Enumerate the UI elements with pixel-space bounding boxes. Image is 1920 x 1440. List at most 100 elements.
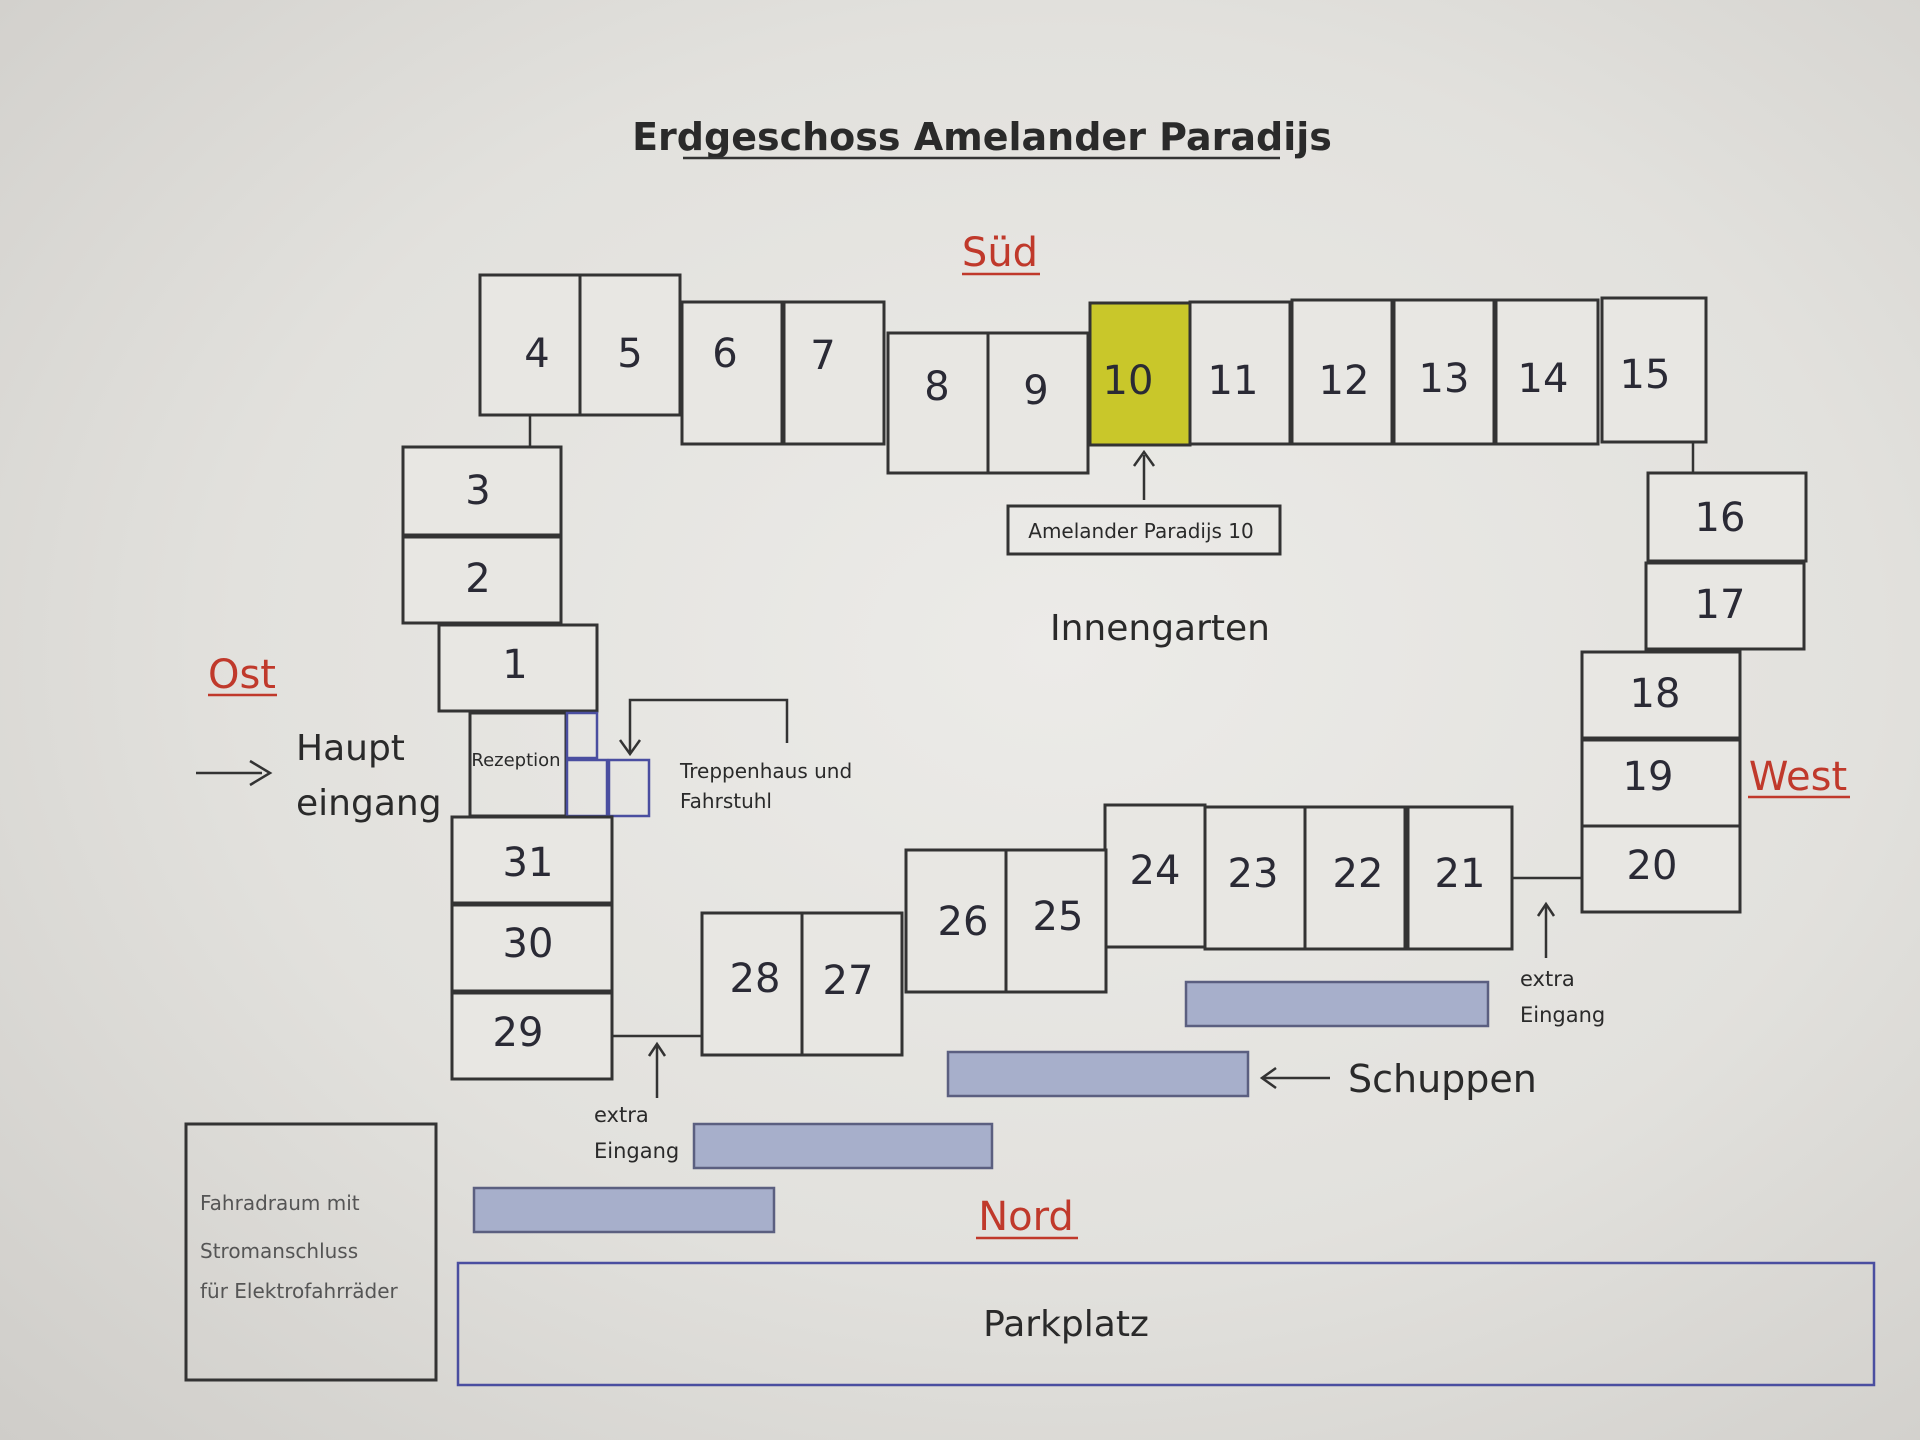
- svg-text:8: 8: [924, 364, 949, 410]
- entrance-arrow-head: [249, 759, 273, 787]
- extra-entrance-left-line2: Eingang: [594, 1139, 679, 1163]
- unit-7: 7: [782, 300, 886, 446]
- shed-3: [692, 1122, 994, 1170]
- stairs-pointer-line: [628, 698, 789, 752]
- svg-text:6: 6: [712, 331, 737, 377]
- unit-14: 14: [1494, 298, 1600, 446]
- svg-text:24: 24: [1130, 848, 1181, 894]
- direction-west: West: [1749, 754, 1847, 800]
- svg-text:7: 7: [810, 333, 835, 379]
- unit-15: 15: [1600, 296, 1708, 444]
- unit-18: 18: [1580, 650, 1742, 740]
- unit-27: 27: [800, 911, 904, 1057]
- svg-text:14: 14: [1518, 356, 1569, 402]
- unit-17: 17: [1644, 561, 1806, 651]
- reception-label: Rezeption: [471, 750, 560, 771]
- unit-23: 23: [1203, 805, 1307, 951]
- svg-text:23: 23: [1228, 851, 1279, 897]
- unit-8: 8: [886, 331, 990, 475]
- unit-31: 31: [450, 815, 614, 905]
- unit-12: 12: [1290, 298, 1394, 446]
- stairs-box-2: [565, 758, 609, 818]
- extra-entrance-right-line1: extra: [1520, 967, 1575, 991]
- unit-3: 3: [401, 445, 563, 537]
- svg-text:19: 19: [1623, 754, 1674, 800]
- extra-entrance-left-line1: extra: [594, 1103, 649, 1127]
- unit-20: 20: [1580, 824, 1742, 914]
- unit-11: 11: [1188, 300, 1292, 446]
- svg-text:25: 25: [1033, 894, 1084, 940]
- stairs-box-1: [565, 711, 599, 760]
- svg-text:31: 31: [503, 840, 554, 886]
- stairs-box-3: [607, 758, 651, 818]
- unit-28: 28: [700, 911, 804, 1057]
- direction-north: Nord: [978, 1194, 1074, 1240]
- unit-2: 2: [401, 535, 563, 625]
- stairs-label-line2: Fahrstuhl: [680, 789, 772, 813]
- unit-10: 10: [1088, 301, 1192, 447]
- entrance-label-line2: eingang: [296, 783, 442, 824]
- unit-19: 19: [1580, 738, 1742, 828]
- svg-text:30: 30: [503, 921, 554, 967]
- extra-entrance-right-arrow-head: [1536, 901, 1556, 917]
- svg-text:29: 29: [493, 1010, 544, 1056]
- parking-area: [456, 1261, 1876, 1387]
- unit-30: 30: [450, 903, 614, 993]
- entrance-label-line1: Haupt: [296, 728, 405, 769]
- svg-text:16: 16: [1695, 495, 1746, 541]
- svg-text:11: 11: [1208, 358, 1259, 404]
- unit-29: 29: [450, 991, 614, 1081]
- unit-1: 1: [437, 623, 599, 713]
- unit-4: 4: [478, 273, 582, 417]
- svg-text:4: 4: [524, 331, 549, 377]
- plan-title: Erdgeschoss Amelander Paradijs: [632, 115, 1332, 159]
- svg-text:15: 15: [1620, 352, 1671, 398]
- shed-2: [946, 1050, 1250, 1098]
- callout-arrow-head: [1132, 449, 1156, 467]
- unit-5: 5: [578, 273, 682, 417]
- svg-text:18: 18: [1630, 671, 1681, 717]
- courtyard-label: Innengarten: [1050, 608, 1270, 649]
- svg-text:5: 5: [617, 331, 642, 377]
- svg-text:20: 20: [1627, 843, 1678, 889]
- unit-6: 6: [680, 300, 784, 446]
- svg-text:1: 1: [502, 642, 527, 688]
- stairs-label-line1: Treppenhaus und: [679, 759, 852, 783]
- bike-room-label-line2: Stromanschluss: [200, 1239, 358, 1263]
- bike-room-label-line1: Fahradraum mit: [200, 1191, 360, 1215]
- svg-text:27: 27: [823, 958, 874, 1004]
- unit-13: 13: [1392, 298, 1496, 446]
- sheds-arrow-head: [1259, 1066, 1277, 1090]
- callout-box: [1006, 504, 1282, 556]
- callout-label: Amelander Paradijs 10: [1028, 519, 1253, 543]
- svg-text:2: 2: [465, 556, 490, 602]
- sheds-label: Schuppen: [1348, 1057, 1537, 1101]
- svg-text:12: 12: [1319, 358, 1370, 404]
- svg-text:21: 21: [1435, 851, 1486, 897]
- unit-24: 24: [1103, 803, 1207, 949]
- svg-text:26: 26: [938, 899, 989, 945]
- svg-text:9: 9: [1023, 368, 1048, 414]
- stairs-pointer-head: [618, 739, 642, 757]
- extra-entrance-right-line2: Eingang: [1520, 1003, 1605, 1027]
- unit-22: 22: [1303, 805, 1407, 951]
- unit-16: 16: [1646, 471, 1808, 563]
- unit-21: 21: [1406, 805, 1514, 951]
- parking-label: Parkplatz: [983, 1304, 1149, 1345]
- unit-25: 25: [1004, 848, 1108, 994]
- shed-1: [1184, 980, 1490, 1028]
- svg-text:17: 17: [1695, 582, 1746, 628]
- unit-9: 9: [986, 331, 1090, 475]
- bike-room: [184, 1122, 438, 1382]
- bike-room-label-line3: für Elektrofahrräder: [200, 1279, 399, 1303]
- shed-4: [472, 1186, 776, 1234]
- svg-text:13: 13: [1419, 356, 1470, 402]
- svg-text:10: 10: [1103, 358, 1154, 404]
- direction-east: Ost: [208, 652, 276, 698]
- extra-entrance-left-arrow-head: [647, 1041, 667, 1057]
- svg-text:28: 28: [730, 956, 781, 1002]
- svg-text:3: 3: [465, 468, 490, 514]
- svg-text:22: 22: [1333, 851, 1384, 897]
- direction-south: Süd: [962, 230, 1038, 276]
